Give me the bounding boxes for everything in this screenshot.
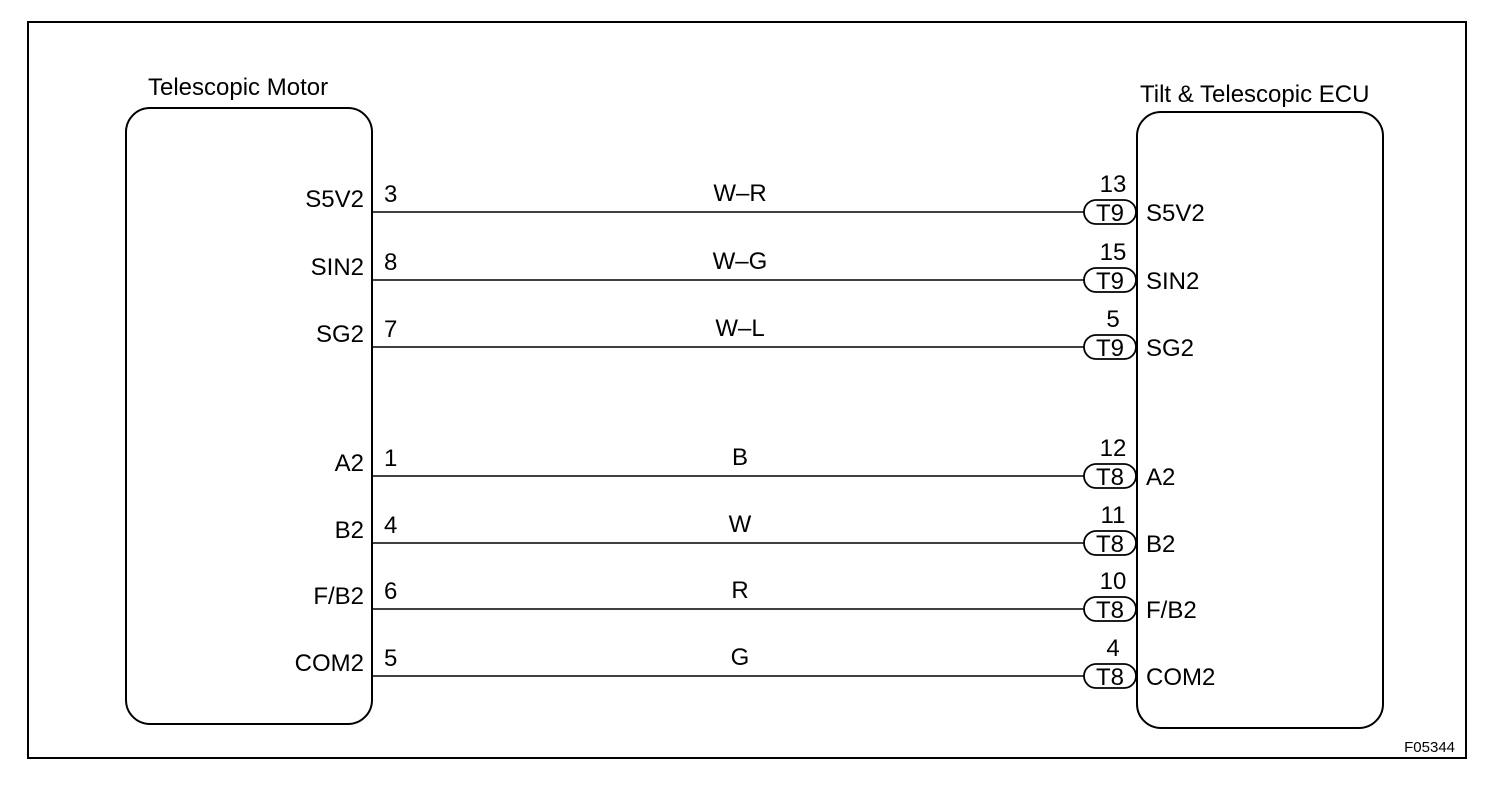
connector-code: T8 (1096, 664, 1124, 691)
connector-code: T8 (1096, 597, 1124, 624)
connector-code: T9 (1096, 335, 1124, 362)
outer-frame (27, 21, 1467, 759)
right-signal-label: S5V2 (1146, 200, 1205, 227)
wire-color-code: B (732, 444, 748, 471)
connector-pill (1083, 334, 1137, 360)
right-signal-label: COM2 (1146, 664, 1215, 691)
wire-color-code: R (731, 577, 748, 604)
left-pin-number: 1 (384, 445, 397, 472)
connector-code: T9 (1096, 200, 1124, 227)
left-pin-number: 8 (384, 249, 397, 276)
left-pin-number: 3 (384, 181, 397, 208)
right-pin-number: 13 (1100, 171, 1127, 198)
connector-pill (1083, 530, 1137, 556)
right-pin-number: 4 (1106, 635, 1119, 662)
left-signal-label: SIN2 (311, 254, 364, 281)
figure-id: F05344 (1404, 739, 1455, 756)
left-pin-number: 5 (384, 645, 397, 672)
connector-code: T8 (1096, 531, 1124, 558)
connector-pill (1083, 596, 1137, 622)
connector-pill (1083, 267, 1137, 293)
right-signal-label: SG2 (1146, 335, 1194, 362)
right-component-title: Tilt & Telescopic ECU (1140, 81, 1369, 108)
left-signal-label: B2 (335, 517, 364, 544)
left-signal-label: COM2 (295, 650, 364, 677)
connector-pill (1083, 463, 1137, 489)
wire-color-code: W–L (715, 315, 764, 342)
right-signal-label: F/B2 (1146, 597, 1197, 624)
left-pin-number: 6 (384, 578, 397, 605)
wire-color-code: G (731, 644, 750, 671)
connector-pill (1083, 199, 1137, 225)
right-signal-label: SIN2 (1146, 268, 1199, 295)
connector-code: T9 (1096, 268, 1124, 295)
right-pin-number: 15 (1100, 239, 1127, 266)
tilt-telescopic-ecu-box (1136, 111, 1384, 729)
left-signal-label: A2 (335, 450, 364, 477)
left-signal-label: S5V2 (305, 186, 364, 213)
left-signal-label: SG2 (316, 321, 364, 348)
wire-color-code: W–R (713, 180, 766, 207)
connector-code: T8 (1096, 464, 1124, 491)
left-component-title: Telescopic Motor (148, 74, 328, 101)
right-signal-label: A2 (1146, 464, 1175, 491)
right-pin-number: 5 (1106, 306, 1119, 333)
telescopic-motor-box (125, 107, 373, 725)
connector-pill (1083, 663, 1137, 689)
wire-color-code: W–G (713, 248, 768, 275)
left-pin-number: 7 (384, 316, 397, 343)
wire-color-code: W (729, 511, 752, 538)
right-pin-number: 12 (1100, 435, 1127, 462)
right-pin-number: 10 (1100, 568, 1127, 595)
left-pin-number: 4 (384, 512, 397, 539)
right-pin-number: 11 (1101, 502, 1126, 529)
right-signal-label: B2 (1146, 531, 1175, 558)
left-signal-label: F/B2 (313, 583, 364, 610)
